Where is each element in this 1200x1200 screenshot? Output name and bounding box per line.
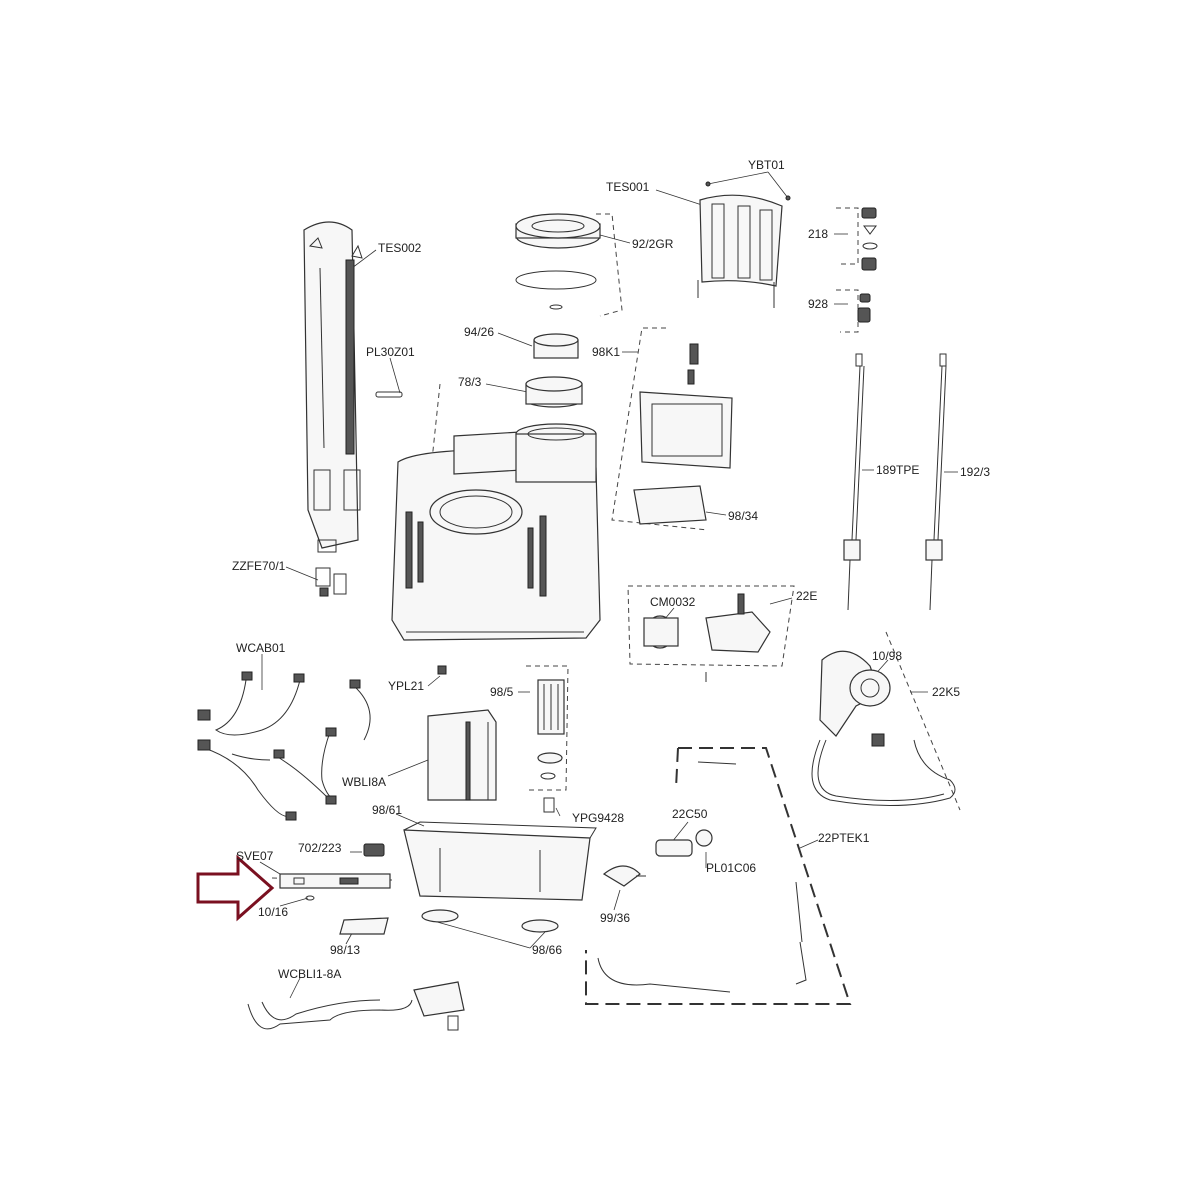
label-98-5: 98/5 xyxy=(490,685,514,699)
label-tes001: TES001 xyxy=(606,180,650,194)
label-ypg9428: YPG9428 xyxy=(572,811,624,825)
label-189tpe: 189TPE xyxy=(876,463,919,477)
label-218: 218 xyxy=(808,227,828,241)
label-10-98: 10/98 xyxy=(872,649,902,663)
label-98-61: 98/61 xyxy=(372,803,402,817)
part-92-2gr-cap xyxy=(515,213,601,310)
label-94-26: 94/26 xyxy=(464,325,494,339)
label-98-66: 98/66 xyxy=(532,943,562,957)
tes001-back-plate xyxy=(697,194,783,308)
wbli8a-battery xyxy=(427,709,497,801)
22k5-hose-handle xyxy=(811,650,956,806)
label-22c50: 22C50 xyxy=(672,807,708,821)
label-98k1: 98K1 xyxy=(592,345,620,359)
label-wbli8a: WBLI8A xyxy=(342,775,386,789)
label-pl01c06: PL01C06 xyxy=(706,861,756,875)
label-10-16: 10/16 xyxy=(258,905,288,919)
label-98-13: 98/13 xyxy=(330,943,360,957)
label-zzfe70-1: ZZFE70/1 xyxy=(232,559,286,573)
label-78-3: 78/3 xyxy=(458,375,482,389)
tes002-shoulder-strap xyxy=(303,221,363,553)
wcab01-cables xyxy=(197,671,371,821)
label-702-223: 702/223 xyxy=(298,841,342,855)
label-22k5: 22K5 xyxy=(932,685,960,699)
label-98-34: 98/34 xyxy=(728,509,758,523)
label-192-3: 192/3 xyxy=(960,465,990,479)
label-ypl21: YPL21 xyxy=(388,679,424,693)
part-number-labels: YBT01 TES001 218 92/2GR TES002 928 94/26… xyxy=(232,158,990,981)
label-cm0032: CM0032 xyxy=(650,595,696,609)
label-pl30z01: PL30Z01 xyxy=(366,345,415,359)
label-sve07: SVE07 xyxy=(236,849,274,863)
wcbli1-8a-charger xyxy=(247,981,465,1031)
tank-body xyxy=(391,423,601,641)
label-wcbli1-8a: WCBLI1-8A xyxy=(278,967,341,981)
label-22e: 22E xyxy=(796,589,817,603)
cm0032-pump-assembly xyxy=(643,593,771,682)
label-928: 928 xyxy=(808,297,828,311)
label-tes002: TES002 xyxy=(378,241,422,255)
right-arrow-outline-icon xyxy=(196,854,275,922)
label-99-36: 99/36 xyxy=(600,911,630,925)
label-92-2gr: 92/2GR xyxy=(632,237,674,251)
part-shapes xyxy=(197,181,956,1031)
label-wcab01: WCAB01 xyxy=(236,641,286,655)
label-22ptek1: 22PTEK1 xyxy=(818,831,870,845)
label-ybt01: YBT01 xyxy=(748,158,785,172)
